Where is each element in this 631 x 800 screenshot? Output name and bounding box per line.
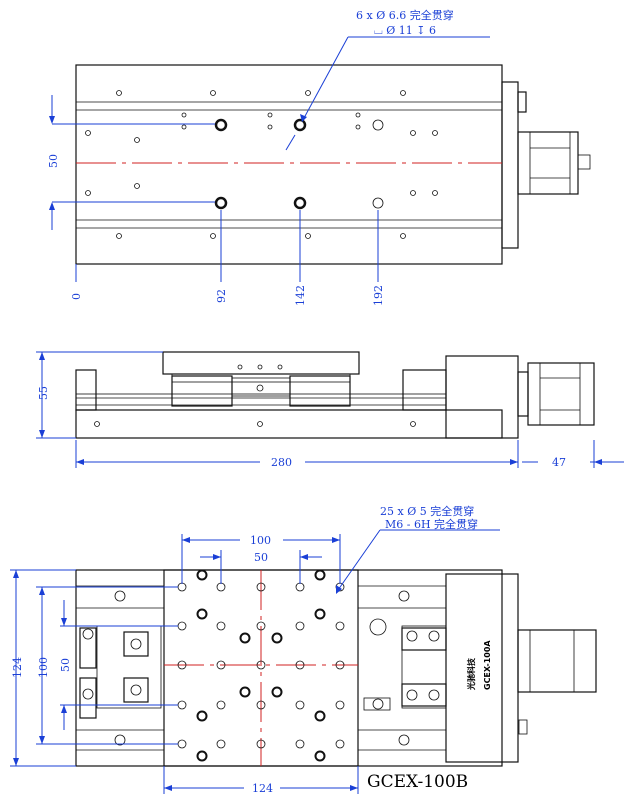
table-hole-callout-line2: M6 - 6H 完全贯穿 <box>385 517 478 531</box>
side-base <box>75 409 503 439</box>
top-dim-0: 0 <box>70 293 83 300</box>
side-view: 55 280 47 <box>36 351 624 469</box>
table-dim-100-left: 100 <box>37 657 50 678</box>
table-dim-124-bottom: 124 <box>252 782 273 795</box>
top-hole-callout-line2: ⌴ Ø 11 ↧ 6 <box>374 24 436 37</box>
top-dim-142: 142 <box>294 285 307 306</box>
side-motor-body <box>527 362 595 426</box>
table-motor-mount <box>445 573 519 763</box>
table-dim-100-top: 100 <box>250 534 271 547</box>
top-base-outline <box>75 64 503 265</box>
top-dim-92: 92 <box>215 289 228 303</box>
model-number: GCEX-100B <box>367 772 468 792</box>
top-dim-50: 50 <box>47 154 60 168</box>
plate-model-text: GCEX-100A <box>483 640 492 690</box>
top-small-holes <box>85 90 438 239</box>
top-motor-flange <box>501 81 519 249</box>
top-view: 6 x Ø 6.6 完全贯穿 ⌴ Ø 11 ↧ 6 50 0 92 142 19… <box>47 8 591 306</box>
table-view: 光驰科技 GCEX-100A 25 x Ø 5 完全贯穿 M6 - 6H 完全贯… <box>10 504 597 795</box>
side-dim-55: 55 <box>37 386 50 400</box>
table-dim-50-left: 50 <box>59 658 72 672</box>
table-base-outline <box>75 569 503 767</box>
table-dim-50-top: 50 <box>254 551 268 564</box>
top-hole-callout-line1: 6 x Ø 6.6 完全贯穿 <box>356 8 454 22</box>
side-dim-47: 47 <box>552 456 566 469</box>
table-hole-callout-line1: 25 x Ø 5 完全贯穿 <box>380 504 474 518</box>
side-dim-280: 280 <box>271 456 292 469</box>
side-motor-mount <box>445 355 519 439</box>
table-dim-124-left: 124 <box>11 657 24 678</box>
top-motor-body <box>517 131 579 195</box>
top-counterbore-holes <box>214 118 307 210</box>
brand-logo-text: 光驰科技 <box>466 657 476 691</box>
top-dim-192: 192 <box>372 285 385 306</box>
side-carriage-top <box>162 351 360 375</box>
